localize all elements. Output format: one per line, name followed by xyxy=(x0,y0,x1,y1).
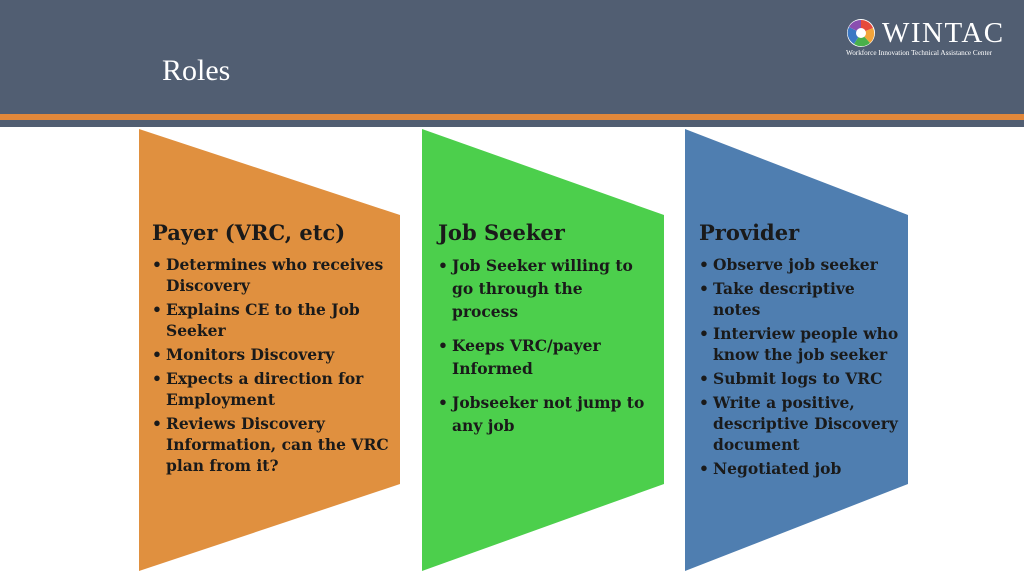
list-item: Negotiated job xyxy=(699,458,904,479)
divider-stripe xyxy=(0,120,1024,127)
payer-heading: Payer (VRC, etc) xyxy=(152,220,346,245)
provider-list: Observe job seeker Take descriptive note… xyxy=(699,254,904,479)
list-item: Observe job seeker xyxy=(699,254,904,275)
payer-panel: Payer (VRC, etc) Determines who receives… xyxy=(152,220,392,479)
accent-stripe xyxy=(0,114,1024,120)
list-item: Monitors Discovery xyxy=(152,344,392,365)
logo-wordmark: WINTAC xyxy=(882,17,1005,49)
header-bar xyxy=(0,0,1024,114)
list-item: Interview people who know the job seeker xyxy=(699,323,904,365)
list-item: Expects a direction for Employment xyxy=(152,368,392,410)
list-item: Submit logs to VRC xyxy=(699,368,904,389)
provider-panel: Provider Observe job seeker Take descrip… xyxy=(699,220,904,482)
list-item: Jobseeker not jump to any job xyxy=(438,391,653,437)
payer-list: Determines who receives Discovery Explai… xyxy=(152,254,392,476)
list-item: Reviews Discovery Information, can the V… xyxy=(152,413,392,476)
logo-mark-icon xyxy=(847,19,875,47)
slide-title: Roles xyxy=(162,54,231,87)
provider-heading: Provider xyxy=(699,220,800,245)
list-item: Explains CE to the Job Seeker xyxy=(152,299,392,341)
seeker-list: Job Seeker willing to go through the pro… xyxy=(438,254,653,437)
logo-subtitle: Workforce Innovation Technical Assistanc… xyxy=(846,49,993,57)
list-item: Keeps VRC/payer Informed xyxy=(438,334,653,380)
wintac-logo: WINTAC Workforce Innovation Technical As… xyxy=(844,17,1016,64)
list-item: Write a positive, descriptive Discovery … xyxy=(699,392,904,455)
list-item: Job Seeker willing to go through the pro… xyxy=(438,254,653,323)
list-item: Take descriptive notes xyxy=(699,278,904,320)
seeker-panel: Job Seeker Job Seeker willing to go thro… xyxy=(438,220,653,448)
list-item: Determines who receives Discovery xyxy=(152,254,392,296)
seeker-heading: Job Seeker xyxy=(438,220,565,245)
